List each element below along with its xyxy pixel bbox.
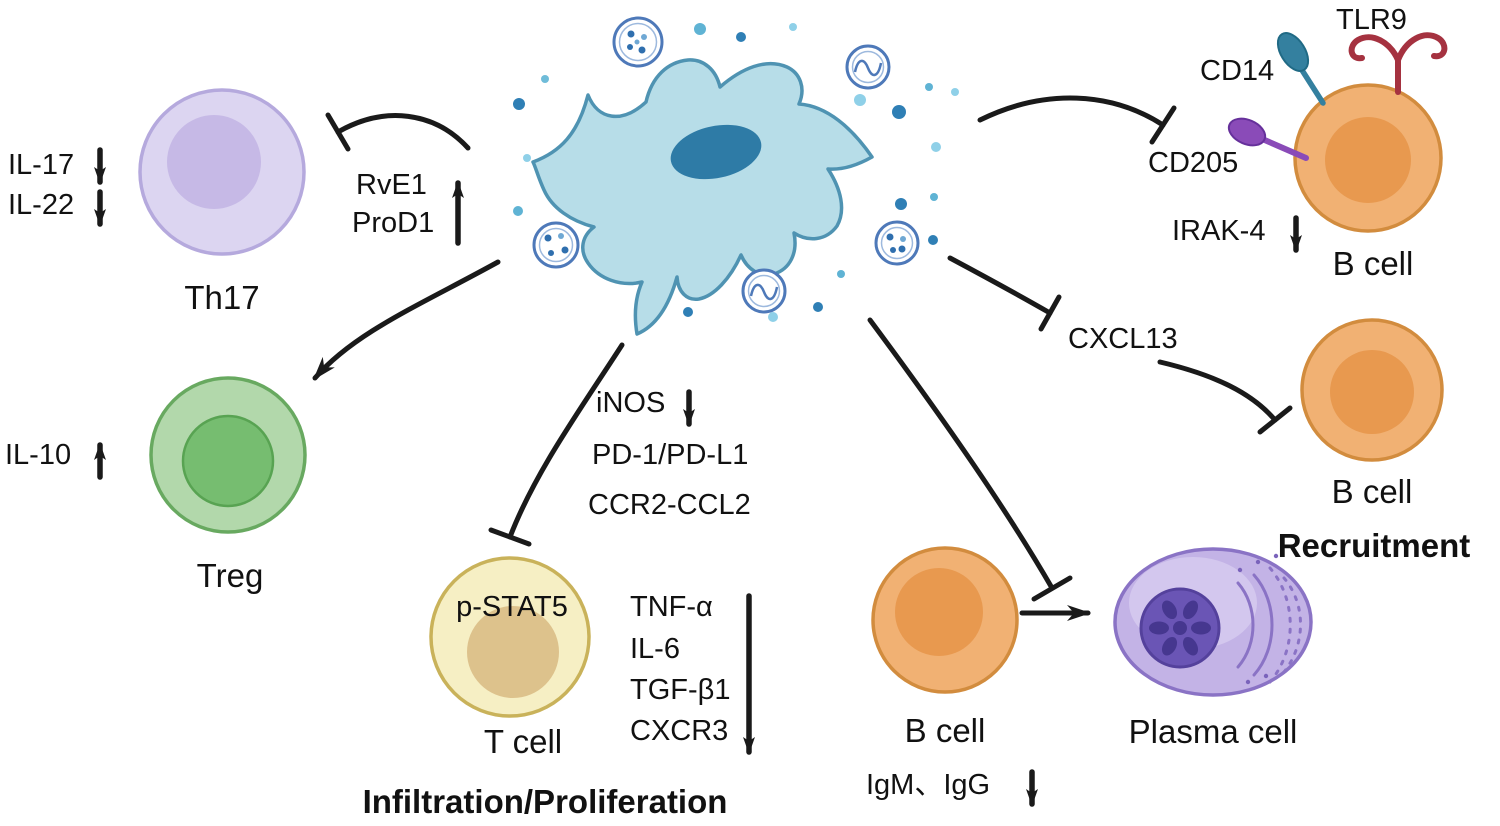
vesicle-dotted-3 [874, 220, 920, 266]
vesicle-dotted-1 [612, 16, 664, 68]
arrow-inhibit-bcell-top [977, 95, 1166, 128]
label-treg: Treg [196, 557, 264, 594]
central-cell-nucleus [670, 124, 762, 180]
plasma-er-stacks [1236, 566, 1302, 684]
arrow-activate-treg [312, 259, 501, 381]
b-cell-bottom-nucleus [895, 568, 983, 656]
vesicle-dna-2 [741, 268, 787, 314]
plasma-chromatin-wheel [1149, 600, 1211, 656]
treg-nucleus [181, 414, 275, 508]
tbar-cxcl13 [1038, 294, 1062, 332]
label-b-cell-top: B cell [1332, 245, 1414, 282]
label-irak4: IRAK-4 [1172, 215, 1266, 247]
label-il17: IL-17 [8, 149, 75, 181]
tlr9-receptor [1348, 32, 1448, 95]
arrow-inhibit-tcell [507, 342, 625, 540]
label-ccr2-ccl2: CCR2-CCL2 [588, 489, 751, 521]
label-infiltration-proliferation: Infiltration/Proliferation [362, 783, 728, 820]
central-ev-cell [531, 58, 874, 336]
arrow-inhibit-th17 [335, 113, 471, 151]
arrow-inhibit-differentiation [867, 317, 1055, 591]
label-il10: IL-10 [5, 439, 72, 471]
b-cell-mid [1300, 318, 1444, 462]
arrow-cxcl13-to-bcell [1157, 359, 1278, 423]
label-tlr9: TLR9 [1336, 4, 1407, 36]
arrow-inhibit-cxcl13 [947, 255, 1053, 316]
label-il6: IL-6 [630, 633, 680, 665]
tbar-bcell-mid [1257, 405, 1293, 435]
tbar-bcell-top [1149, 105, 1177, 145]
t-cell-nucleus [467, 606, 559, 698]
tbar-differentiation [1031, 575, 1073, 602]
label-th17: Th17 [184, 279, 260, 316]
th17-nucleus [167, 115, 261, 209]
label-rve1: RvE1 [356, 169, 427, 201]
label-il22: IL-22 [8, 189, 75, 221]
label-prod1: ProD1 [352, 207, 435, 239]
label-recruitment: Recruitment [1277, 527, 1471, 564]
label-b-cell-bottom: B cell [904, 712, 986, 749]
plasma-cell [1113, 547, 1313, 697]
label-tgf-b1: TGF-β1 [630, 674, 731, 706]
label-inos: iNOS [596, 387, 666, 419]
vesicle-dna-1 [845, 44, 891, 90]
t-cell [429, 556, 591, 718]
label-b-cell-mid: B cell [1331, 473, 1413, 510]
label-p-stat5: p-STAT5 [456, 591, 568, 623]
label-tnf-a: TNF-α [630, 591, 713, 623]
label-t-cell: T cell [483, 723, 563, 760]
extracellular-vesicles [532, 16, 920, 314]
label-cxcl13: CXCL13 [1068, 323, 1178, 355]
label-cd205: CD205 [1148, 147, 1239, 179]
label-pd1-pdl1: PD-1/PD-L1 [592, 439, 749, 471]
arrows [94, 95, 1302, 807]
b-cell-top [1293, 83, 1443, 233]
b-cell-mid-nucleus [1330, 350, 1414, 434]
label-cd14: CD14 [1200, 55, 1275, 87]
label-cxcr3: CXCR3 [630, 715, 729, 747]
th17-cell [138, 88, 306, 256]
tbar-tcell [488, 527, 532, 547]
free-vesicle-dots [513, 23, 959, 322]
cd205-receptor [1227, 117, 1309, 161]
central-cell-body [531, 58, 874, 336]
b-cell-top-nucleus [1325, 117, 1411, 203]
label-plasma-cell: Plasma cell [1128, 713, 1298, 750]
plasma-ribosome-dots [1237, 553, 1279, 685]
treg-cell [149, 376, 307, 534]
tbar-th17 [325, 112, 351, 152]
cd14-receptor [1276, 32, 1326, 106]
label-igm-igg: IgM、IgG [866, 769, 991, 801]
vesicle-dotted-2 [532, 221, 580, 269]
b-cell-bottom [871, 546, 1019, 694]
